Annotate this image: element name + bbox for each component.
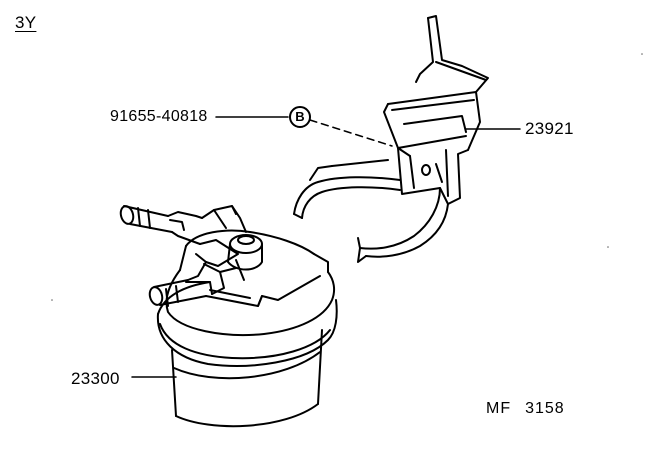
- part-number-bolt: 91655-40818: [110, 108, 208, 125]
- scan-specks: [51, 53, 643, 301]
- figure-ref-number: 3158: [525, 400, 565, 417]
- leader-lines: [131, 116, 521, 378]
- bracket-23921: [293, 15, 489, 263]
- figure-ref-prefix: MF: [486, 400, 512, 417]
- part-number-fuel-filter: 23300: [71, 369, 120, 388]
- leader-bolt-dashed: [309, 119, 393, 147]
- part-number-bracket: 23921: [525, 119, 574, 138]
- fuel-filter-23300: [119, 205, 338, 428]
- engine-code: 3Y: [15, 13, 37, 32]
- figure-reference: MF 3158: [486, 401, 565, 417]
- bolt-marker-badge: B: [289, 106, 311, 128]
